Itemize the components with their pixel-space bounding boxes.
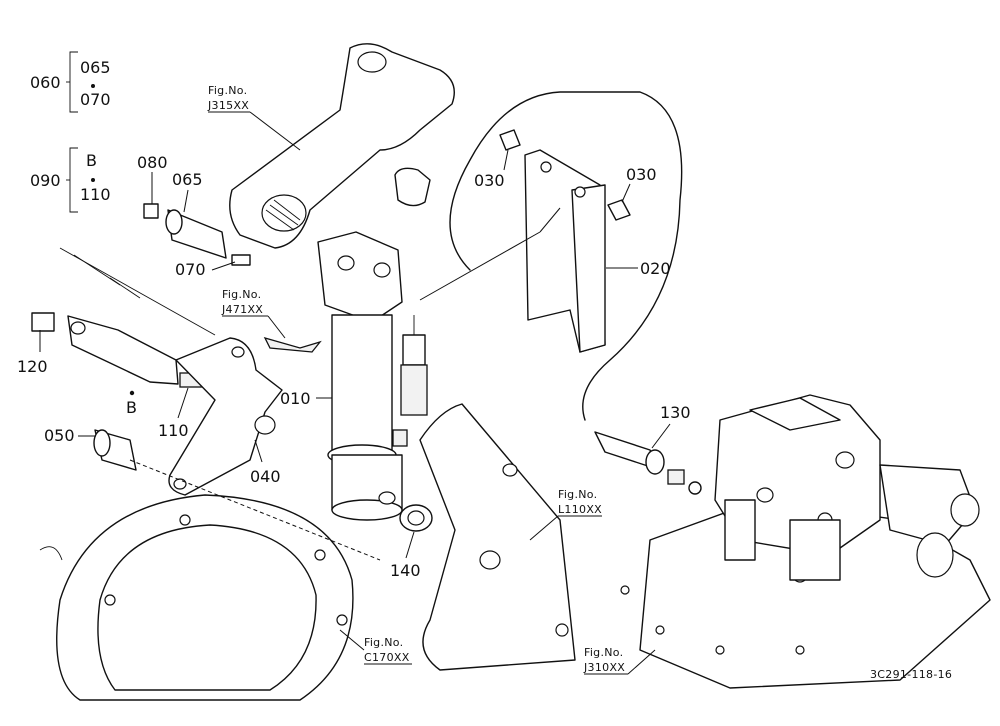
fig-ref-c170: C170XX: [364, 651, 410, 664]
label-010: 010: [280, 389, 311, 408]
label-065: 065: [80, 58, 111, 77]
fig-ref-l110: L110XX: [558, 503, 602, 516]
guard-plate-drawing: [419, 129, 631, 353]
label-080: 080: [137, 153, 168, 172]
hydraulic-hose-drawing: [400, 91, 683, 421]
legend-group-060: 060 065 070: [30, 51, 111, 113]
label-065-part: 065: [172, 170, 203, 189]
fig-ref-j315: J315XX: [207, 99, 249, 112]
quick-coupler-drawing: [594, 431, 702, 495]
label-B-part: B: [126, 398, 137, 417]
label-120: 120: [17, 357, 48, 376]
label-110-part: 110: [158, 421, 189, 440]
label-090: 090: [30, 171, 61, 190]
hydraulic-block-drawing: [620, 394, 991, 689]
mount-plate-drawing: [399, 403, 576, 671]
label-070: 070: [80, 90, 111, 109]
fig-ref-j471: J471XX: [221, 303, 263, 316]
label-110: 110: [80, 185, 111, 204]
label-030-right: 030: [626, 165, 657, 184]
cylinder-pins-drawing: [31, 203, 283, 496]
lift-arm-drawing: [229, 43, 455, 249]
label-030-left: 030: [474, 171, 505, 190]
label-070-part: 070: [175, 260, 206, 279]
fig-ref-label: Fig.No.: [584, 646, 623, 659]
drawing-code: 3C291-118-16: [870, 668, 952, 681]
label-060: 060: [30, 73, 61, 92]
transmission-case-drawing: [39, 459, 381, 701]
fig-ref-label: Fig.No.: [558, 488, 597, 501]
legend-group-090: 090 B 110: [30, 147, 111, 213]
label-050: 050: [44, 426, 75, 445]
fig-ref-label: Fig.No.: [222, 288, 261, 301]
label-130: 130: [660, 403, 691, 422]
fig-ref-label: Fig.No.: [364, 636, 403, 649]
lift-cylinder-drawing: [317, 231, 408, 521]
separator-dot: [91, 178, 95, 182]
label-020: 020: [640, 259, 671, 278]
fig-ref-label: Fig.No.: [208, 84, 247, 97]
fig-ref-j310: J310XX: [583, 661, 625, 674]
separator-dot: [91, 84, 95, 88]
label-B: B: [86, 151, 97, 170]
label-040: 040: [250, 467, 281, 486]
label-140: 140: [390, 561, 421, 580]
